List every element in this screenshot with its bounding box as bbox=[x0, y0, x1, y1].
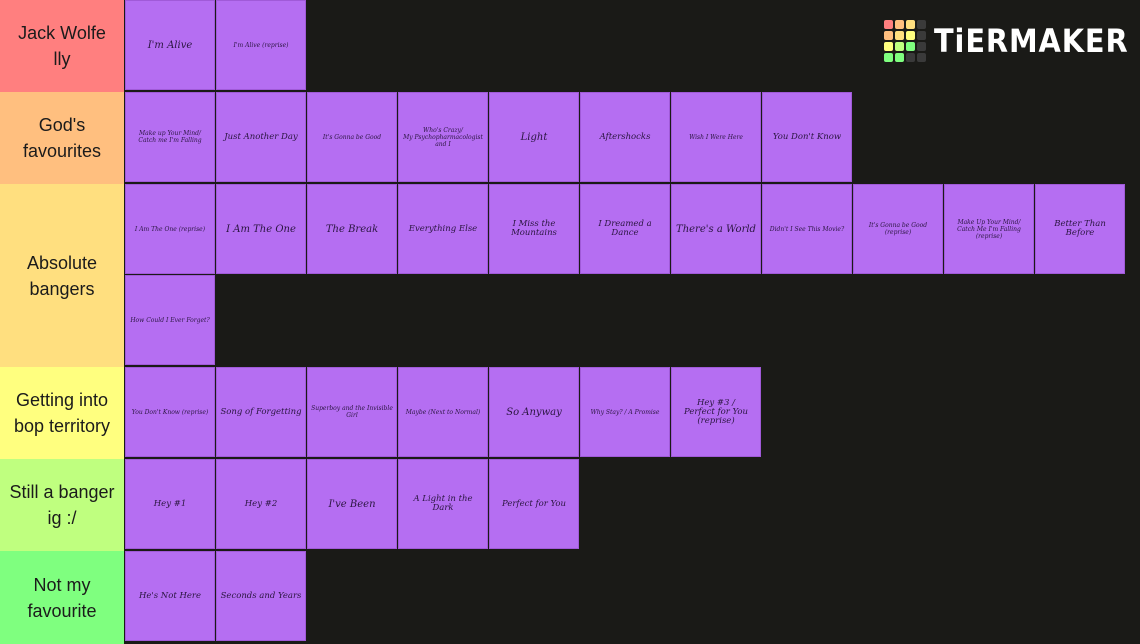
tier-label[interactable]: God's favourites bbox=[0, 92, 124, 184]
song-tile[interactable]: There's a World bbox=[671, 184, 761, 274]
song-tile[interactable]: I Am The One bbox=[216, 184, 306, 274]
grid-square bbox=[895, 42, 904, 51]
grid-square bbox=[884, 42, 893, 51]
tiermaker-wordmark: TiERMAKER bbox=[934, 22, 1129, 60]
tier-items-area: You Don't Know (reprise)Song of Forgetti… bbox=[125, 367, 1140, 459]
tiermaker-logo[interactable]: TiERMAKER bbox=[884, 20, 1140, 62]
song-tile[interactable]: Song of Forgetting bbox=[216, 367, 306, 457]
song-tile[interactable]: I Am The One (reprise) bbox=[125, 184, 215, 274]
song-tile[interactable]: So Anyway bbox=[489, 367, 579, 457]
grid-square bbox=[895, 53, 904, 62]
song-tile[interactable]: I Dreamed a Dance bbox=[580, 184, 670, 274]
tier-label[interactable]: Absolute bangers bbox=[0, 184, 124, 367]
song-tile[interactable]: Better Than Before bbox=[1035, 184, 1125, 274]
song-tile[interactable]: Didn't I See This Movie? bbox=[762, 184, 852, 274]
song-tile[interactable]: Seconds and Years bbox=[216, 551, 306, 641]
song-tile[interactable]: Perfect for You bbox=[489, 459, 579, 549]
song-tile[interactable]: Hey #2 bbox=[216, 459, 306, 549]
grid-square bbox=[906, 20, 915, 29]
song-tile[interactable]: Hey #1 bbox=[125, 459, 215, 549]
song-tile[interactable]: I've Been bbox=[307, 459, 397, 549]
song-tile[interactable]: Maybe (Next to Normal) bbox=[398, 367, 488, 457]
song-tile[interactable]: Superboy and the Invisible Girl bbox=[307, 367, 397, 457]
tier-label[interactable]: Still a banger ig :/ bbox=[0, 459, 124, 551]
song-tile[interactable]: Who's Crazy/ My Psychopharmacologist and… bbox=[398, 92, 488, 182]
song-tile[interactable]: It's Gonna be Good (reprise) bbox=[853, 184, 943, 274]
song-tile[interactable]: I'm Alive (reprise) bbox=[216, 0, 306, 90]
tier-label[interactable]: Getting into bop territory bbox=[0, 367, 124, 459]
grid-square bbox=[895, 31, 904, 40]
song-tile[interactable]: Why Stay? / A Promise bbox=[580, 367, 670, 457]
grid-square bbox=[895, 20, 904, 29]
song-tile[interactable]: Hey #3 / Perfect for You (reprise) bbox=[671, 367, 761, 457]
grid-square bbox=[906, 53, 915, 62]
tier-label[interactable]: Jack Wolfe lly bbox=[0, 0, 124, 92]
grid-square bbox=[906, 31, 915, 40]
grid-square bbox=[917, 31, 926, 40]
tiermaker-grid-icon bbox=[884, 20, 926, 62]
song-tile[interactable]: Everything Else bbox=[398, 184, 488, 274]
grid-square bbox=[884, 20, 893, 29]
grid-square bbox=[884, 53, 893, 62]
song-tile[interactable]: Aftershocks bbox=[580, 92, 670, 182]
grid-square bbox=[884, 31, 893, 40]
song-tile[interactable]: You Don't Know (reprise) bbox=[125, 367, 215, 457]
song-tile[interactable]: A Light in the Dark bbox=[398, 459, 488, 549]
song-tile[interactable]: The Break bbox=[307, 184, 397, 274]
grid-square bbox=[917, 42, 926, 51]
song-tile[interactable]: How Could I Ever Forget? bbox=[125, 275, 215, 365]
song-tile[interactable]: Just Another Day bbox=[216, 92, 306, 182]
song-tile[interactable]: Make Up Your Mind/ Catch Me I'm Falling … bbox=[944, 184, 1034, 274]
song-tile[interactable]: You Don't Know bbox=[762, 92, 852, 182]
song-tile[interactable]: I Miss the Mountains bbox=[489, 184, 579, 274]
grid-square bbox=[917, 20, 926, 29]
song-tile[interactable]: Light bbox=[489, 92, 579, 182]
grid-square bbox=[917, 53, 926, 62]
grid-square bbox=[906, 42, 915, 51]
song-tile[interactable]: Wish I Were Here bbox=[671, 92, 761, 182]
song-tile[interactable]: I'm Alive bbox=[125, 0, 215, 90]
song-tile[interactable]: He's Not Here bbox=[125, 551, 215, 641]
song-tile[interactable]: It's Gonna be Good bbox=[307, 92, 397, 182]
tier-label[interactable]: Not my favourite bbox=[0, 551, 124, 644]
song-tile[interactable]: Make up Your Mind/ Catch me I'm Falling bbox=[125, 92, 215, 182]
